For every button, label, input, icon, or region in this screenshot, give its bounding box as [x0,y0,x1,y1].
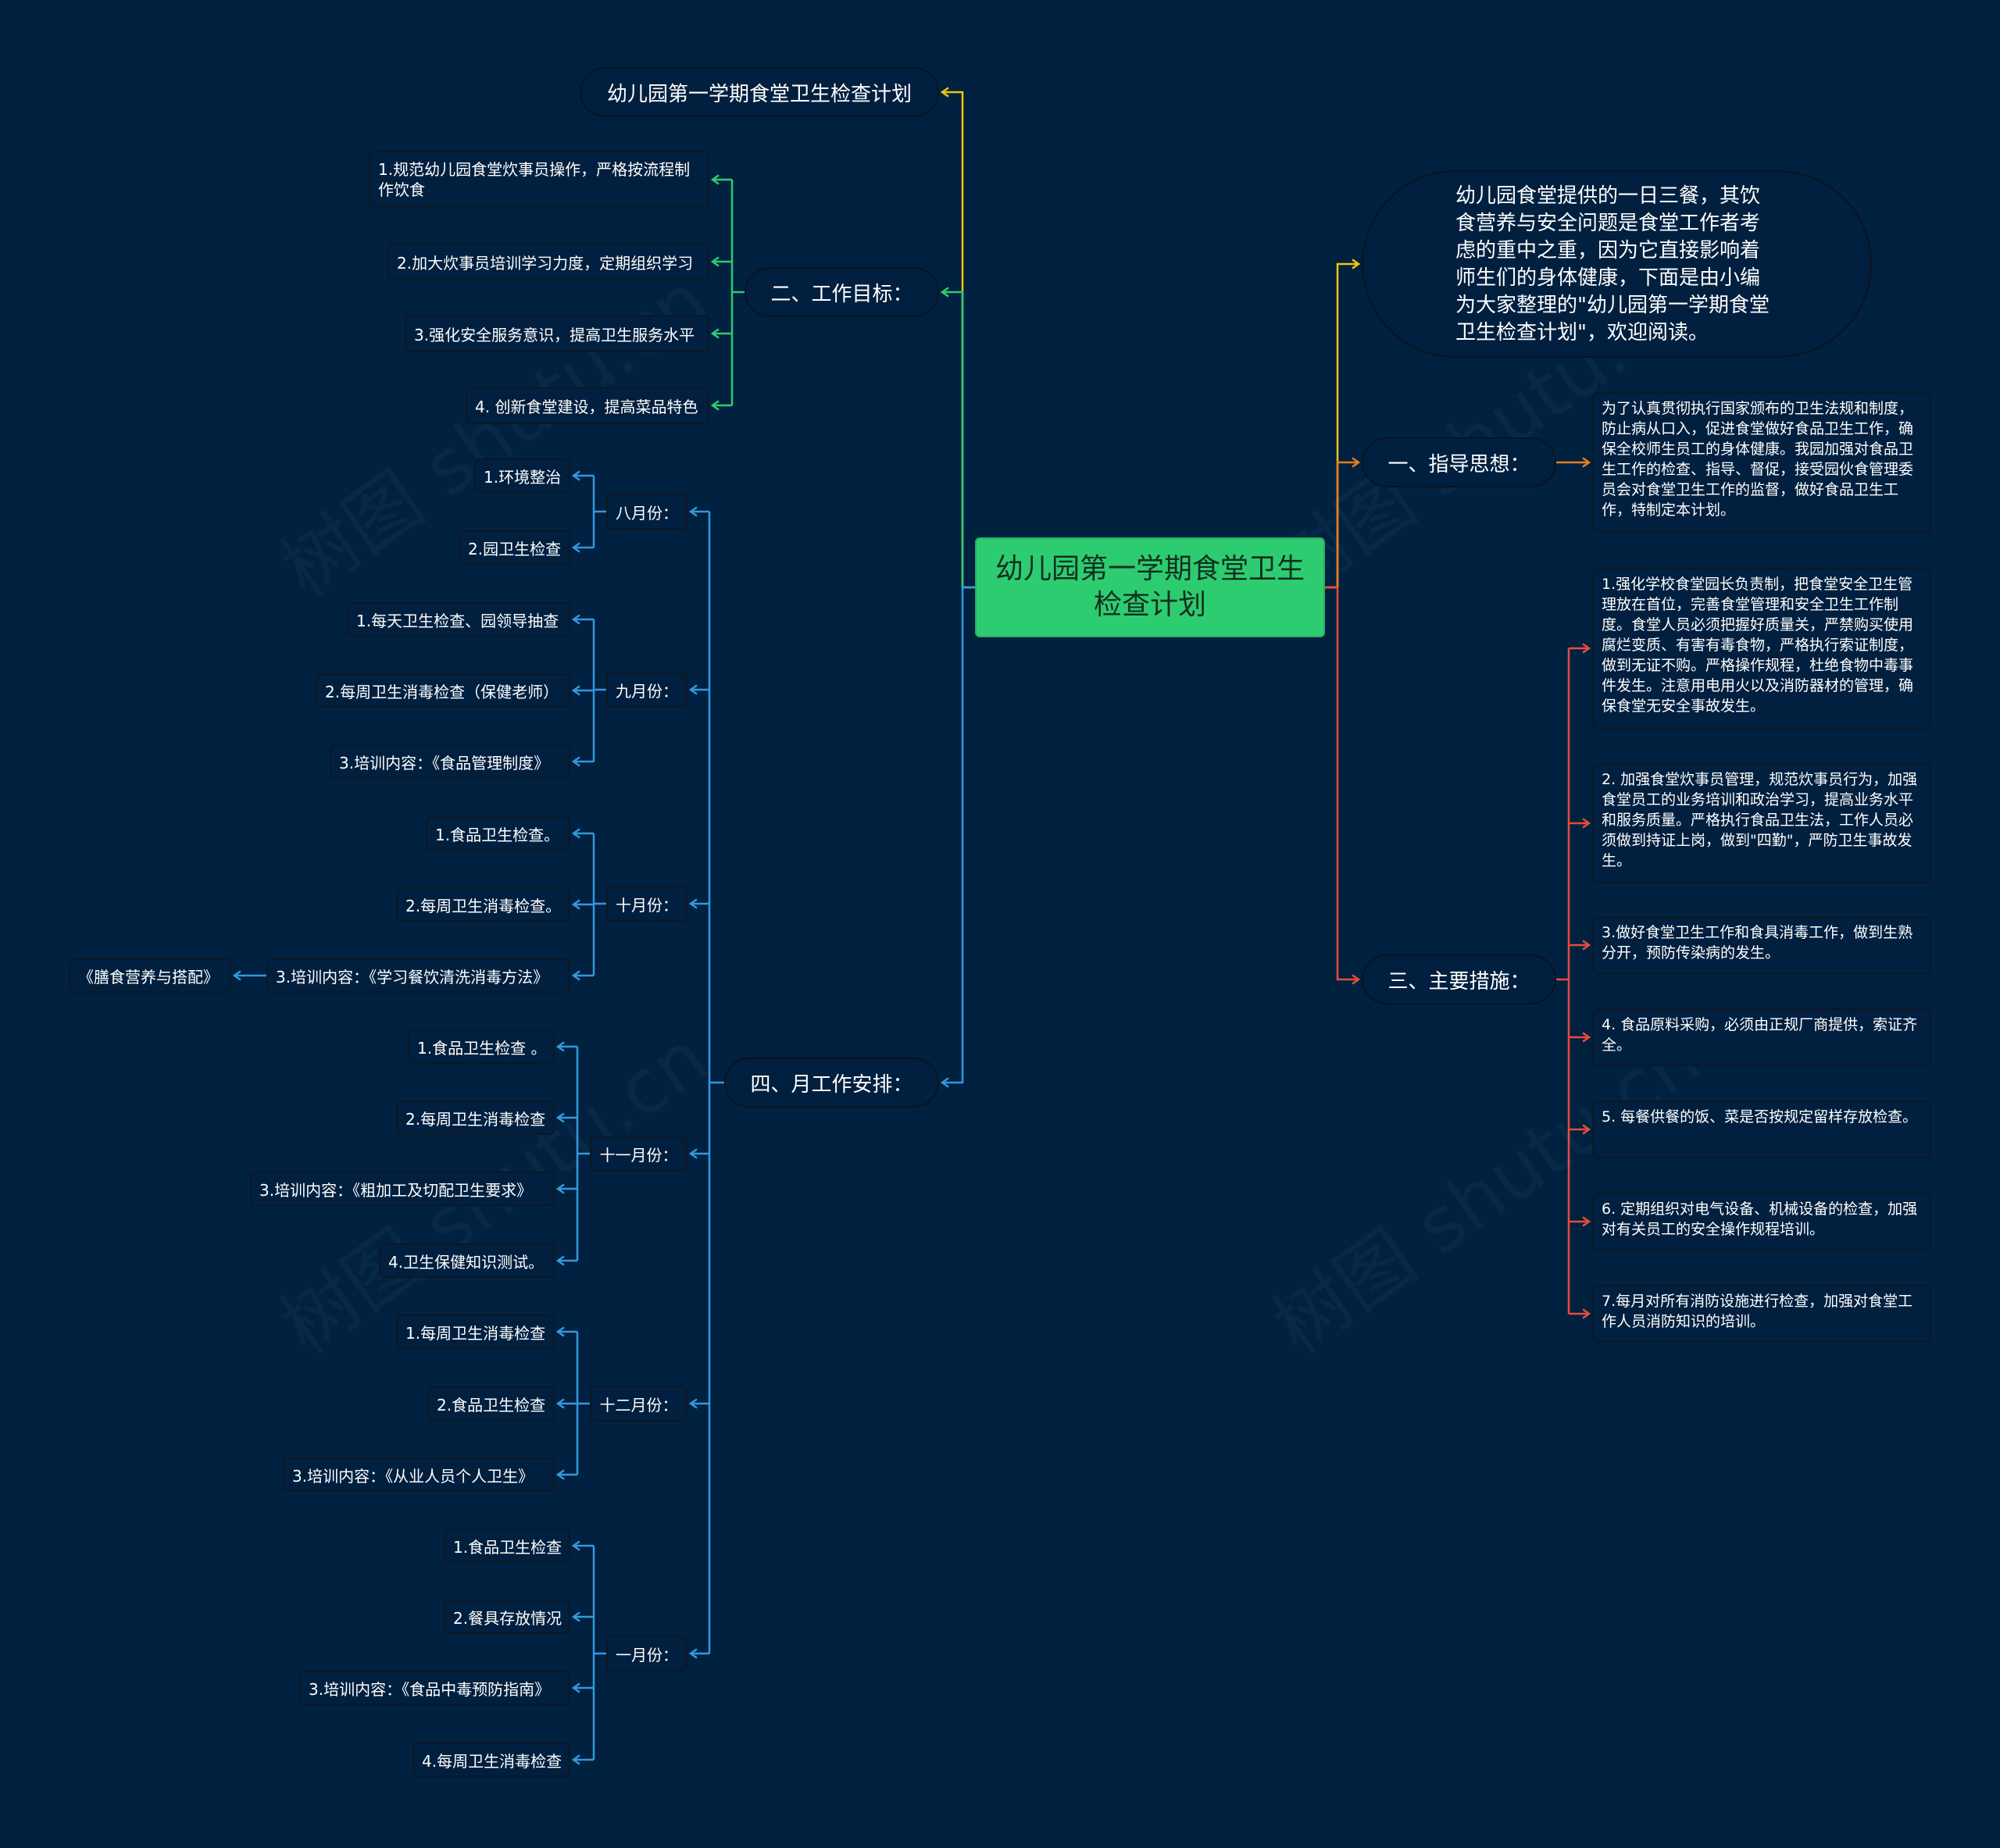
connector-arrow [1582,1216,1591,1227]
schedule-item[interactable]: 4.每周卫生消毒检查 [412,1743,570,1777]
connector-arrow [232,970,241,981]
measure-item[interactable]: 1.强化学校食堂园长负责制，把食堂安全卫生管理放在首位，完善食堂管理和安全卫生工… [1592,568,1931,729]
connector-arrow [688,506,698,517]
connector-arrow [1582,1308,1591,1319]
title-node[interactable]: 幼儿园第一学期食堂卫生检查计划 [580,67,939,117]
connector-arrow [1352,259,1361,269]
measure-item[interactable]: 7.每月对所有消防设施进行检查，加强对食堂工作人员消防知识的培训。 [1592,1285,1931,1343]
measure-item[interactable]: 3.做好食堂卫生工作和食具消毒工作，做到生熟分开，预防传染病的发生。 [1592,916,1931,974]
intro-node[interactable]: 幼儿园食堂提供的一日三餐，其饮食营养与安全问题是食堂工作者考虑的重中之重，因为它… [1362,170,1872,358]
schedule-item[interactable]: 3.培训内容：《食品中毒预防指南》 [299,1671,570,1705]
month-december[interactable]: 十二月份： [590,1386,688,1422]
measures-branch[interactable]: 三、主要措施： [1362,954,1556,1004]
connector-arrow [555,1112,565,1123]
connector-arrow [571,1682,580,1693]
connector-arrow [940,87,949,98]
connector-arrow [1582,643,1591,654]
connector-arrow [555,1398,565,1409]
connector-arrow [688,684,698,695]
connector-arrow [710,174,720,185]
schedule-item[interactable]: 1.食品卫生检查 。 [408,1029,555,1064]
month-january[interactable]: 一月份： [606,1636,688,1671]
connector-line [942,91,975,589]
connector-arrow [1582,940,1591,951]
measure-item[interactable]: 5. 每餐供餐的饭、菜是否按规定留样存放检查。 [1592,1101,1931,1158]
connector-arrow [571,970,580,981]
connector-arrow [555,1041,565,1052]
schedule-item[interactable]: 1.食品卫生检查 [444,1529,570,1563]
goal-item[interactable]: 4. 创新食堂建设，提高菜品特色 [466,387,709,424]
connector-arrow [1352,974,1361,985]
connector-line [1325,586,1359,981]
month-september[interactable]: 九月份： [606,672,688,708]
connector-arrow [555,1469,565,1480]
schedule-item[interactable]: 3.培训内容：《从业人员个人卫生》 [283,1457,555,1492]
schedule-item[interactable]: 1.每天卫生检查、园领导抽查 [347,602,570,637]
connector-arrow [571,828,580,839]
schedule-branch[interactable]: 四、月工作安排： [724,1058,939,1108]
schedule-item[interactable]: 1.食品卫生检查。 [426,816,570,851]
schedule-item[interactable]: 4.卫生保健知识测试。 [379,1243,555,1278]
connector-line [1325,461,1359,589]
connector-arrow [710,400,720,411]
guiding-text[interactable]: 为了认真贯彻执行国家颁布的卫生法规和制度，防止病从口入，促进食堂做好食品卫生工作… [1592,392,1931,533]
connector-arrow [688,1148,698,1159]
connector-arrow [571,899,580,910]
schedule-item[interactable]: 2.食品卫生检查 [427,1386,555,1421]
connector-arrow [1582,818,1591,829]
connector-arrow [571,756,580,767]
schedule-item[interactable]: 3.培训内容：《粗加工及切配卫生要求》 [250,1172,555,1206]
connector-arrow [571,685,580,696]
schedule-item[interactable]: 2.每周卫生消毒检查（保健老师） [316,673,570,708]
goal-item[interactable]: 1.规范幼儿园食堂炊事员操作，严格按流程制作饮食 [369,151,709,209]
schedule-subitem[interactable]: 《膳食营养与搭配》 [69,958,231,993]
connector-arrow [555,1183,565,1194]
goals-branch[interactable]: 二、工作目标： [745,267,939,317]
connector-arrow [555,1326,565,1337]
measure-item[interactable]: 4. 食品原料采购，必须由正规厂商提供，索证齐全。 [1592,1008,1931,1066]
connector-arrow [1582,1124,1591,1135]
connector-arrow [710,328,720,339]
connector-line [942,291,975,589]
schedule-item[interactable]: 1.每周卫生消毒检查 [396,1315,555,1349]
connector-arrow [688,1398,698,1409]
connector-arrow [710,256,720,267]
connector-arrow [571,614,580,625]
schedule-item[interactable]: 2.每周卫生消毒检查 [396,1101,555,1135]
connector-arrow [940,1077,949,1088]
goal-item[interactable]: 2.加大炊事员培训学习力度，定期组织学习 [388,243,709,280]
connector-arrow [688,1648,698,1659]
connector-arrow [571,1754,580,1765]
schedule-item[interactable]: 2.园卫生检查 [459,530,570,565]
root-topic[interactable]: 幼儿园第一学期食堂卫生检查计划 [975,537,1325,637]
connector-arrow [571,1611,580,1622]
goal-item[interactable]: 3.强化安全服务意识，提高卫生服务水平 [405,315,709,352]
connector-arrow [571,470,580,481]
connector-arrow [571,1540,580,1551]
connector-arrow [688,898,698,909]
schedule-item[interactable]: 2.餐具存放情况 [444,1600,570,1634]
schedule-item[interactable]: 2.每周卫生消毒检查。 [396,887,570,922]
month-november[interactable]: 十一月份： [590,1136,688,1172]
connector-arrow [940,287,949,298]
schedule-item[interactable]: 3.培训内容：《学习餐饮清洗消毒方法》 [266,958,570,993]
month-august[interactable]: 八月份： [606,494,688,530]
schedule-item[interactable]: 3.培训内容：《食品管理制度》 [330,744,570,779]
measure-item[interactable]: 2. 加强食堂炊事员管理，规范炊事员行为，加强食堂员工的业务培训和政治学习，提高… [1592,763,1931,883]
connector-line [1325,262,1359,589]
guiding-branch[interactable]: 一、指导思想： [1362,437,1556,487]
schedule-item[interactable]: 1.环境整治 [474,458,570,493]
connector-arrow [1352,457,1361,468]
measure-item[interactable]: 6. 定期组织对电气设备、机械设备的检查，加强对有关员工的安全操作规程培训。 [1592,1193,1931,1250]
month-october[interactable]: 十月份： [606,886,688,922]
connector-arrow [1582,1032,1591,1043]
connector-line [942,586,975,1084]
connector-arrow [571,542,580,553]
connector-arrow [1582,457,1591,468]
connector-arrow [555,1255,565,1266]
